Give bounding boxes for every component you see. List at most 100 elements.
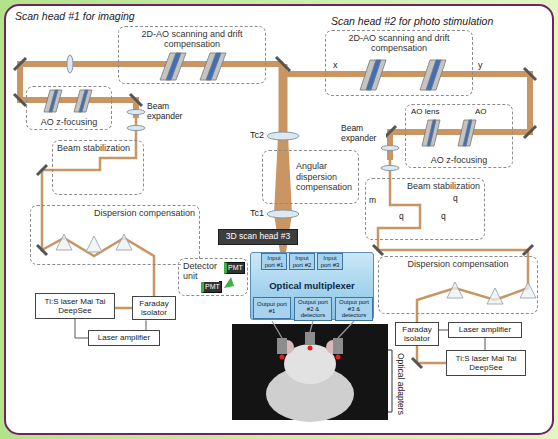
pmt-box: PMT <box>224 262 245 274</box>
panel <box>5 5 553 434</box>
box-label: AO z-focusing <box>40 117 99 127</box>
laser-beam <box>378 160 528 363</box>
signal-arrow <box>224 277 234 288</box>
module-box: Dispersion compensation <box>378 256 538 314</box>
ao-crystals <box>44 53 476 146</box>
ao-crystal <box>206 53 221 80</box>
box-label: Dispersion compensation <box>406 259 509 269</box>
box-label: PMT <box>228 264 243 272</box>
part-label: AO <box>474 107 488 116</box>
prism <box>56 234 72 250</box>
box-label: 2D-AO scanning and drift compensation <box>329 33 469 54</box>
mirror-label: q <box>452 194 459 204</box>
prism <box>487 288 503 304</box>
lens <box>67 55 73 73</box>
ao-crystal <box>49 90 58 112</box>
ao-crystal <box>166 53 181 80</box>
mirror <box>37 165 47 175</box>
part-label: Beam expander <box>340 124 386 144</box>
axis-label: x <box>332 60 339 70</box>
fiber-line <box>272 321 282 338</box>
lens <box>381 146 399 151</box>
section-heading: Scan head #2 for photo stimulation <box>330 15 494 27</box>
module-box: Detector unitPMTPMT <box>178 258 248 296</box>
port-box: Input port #2 <box>289 253 315 270</box>
laser-beam <box>274 136 292 214</box>
box-label: Detector unit <box>182 261 219 282</box>
ao-crystal <box>458 120 476 146</box>
device-box: Faraday isolator <box>395 322 439 346</box>
port-box: Output port #3 & detectors <box>335 297 373 321</box>
bracket <box>388 350 392 412</box>
ao-crystal <box>44 90 62 112</box>
box-label: Beam stabilization <box>56 143 131 153</box>
mirror <box>412 358 422 368</box>
stimulation-spot <box>308 346 313 351</box>
device-box: Ti:S laser Mai Tai DeepSee <box>446 350 526 376</box>
module-box: 2D-AO scanning and drift compensation <box>325 30 473 96</box>
ao-crystal <box>74 90 92 112</box>
ao-crystal <box>420 60 446 90</box>
optical-adapter <box>305 332 315 345</box>
axis-label: y <box>477 60 484 70</box>
box-label: Dispersion compensation <box>93 208 196 218</box>
box-label: Optical multiplexer <box>269 281 355 292</box>
box-label: Faraday isolator <box>136 299 172 317</box>
module-box: 2D-AO scanning and drift compensation <box>118 26 266 84</box>
part-label: Beam expander <box>146 102 192 122</box>
box-label: Laser amplifier <box>98 333 150 342</box>
mirror <box>14 58 26 70</box>
module-box: Beam stabilization <box>52 140 144 195</box>
lenses <box>67 55 399 218</box>
fiber-line <box>310 321 313 332</box>
box-label: Output port #2 & detectors <box>296 299 330 319</box>
box-label: Ti:S laser Mai Tai DeepSee <box>39 297 111 315</box>
lens <box>267 210 299 218</box>
mirrors <box>14 57 536 368</box>
box-label: 2D-AO scanning and drift compensation <box>122 29 262 50</box>
scan-head-box: 3D scan head #3 <box>218 229 298 245</box>
part-label: AO lens <box>410 107 440 116</box>
ao-crystal <box>366 60 381 90</box>
box-label: 3D scan head #3 <box>226 232 290 242</box>
ao-crystal <box>200 53 226 80</box>
fiber-line <box>338 321 354 338</box>
port-box: Output port #1 <box>253 297 291 319</box>
mouse-photo <box>232 321 388 422</box>
mirror <box>276 57 290 71</box>
mirror <box>524 126 536 138</box>
box-label: Ti:S laser Mai Tai DeepSee <box>450 354 522 372</box>
laser-beams <box>20 64 530 363</box>
ao-crystal <box>426 60 441 90</box>
box-label: Angular dispersion compensation <box>295 161 355 192</box>
connector-line <box>75 319 88 338</box>
mirror-label: q <box>398 212 405 222</box>
module-box: Angular dispersion compensation <box>262 150 359 204</box>
mirror <box>130 94 142 106</box>
lens-label: Tc1 <box>249 208 265 218</box>
ao-crystal <box>160 53 186 80</box>
laser-beam <box>279 64 288 136</box>
module-box: AO z-focusing <box>26 86 112 130</box>
mirror <box>524 68 536 80</box>
port-box: Input port #3 <box>317 253 343 270</box>
box-label: Laser amplifier <box>459 325 511 334</box>
mirror <box>14 94 26 106</box>
lens-label: Tc2 <box>249 130 265 140</box>
ao-crystal <box>463 120 472 146</box>
connector-line <box>485 338 486 350</box>
box-label: Beam stabilization <box>406 181 481 191</box>
lens <box>127 110 145 115</box>
ao-crystal <box>360 60 386 90</box>
lens <box>127 126 145 131</box>
box-label: Input port #3 <box>319 255 341 268</box>
device-box: Faraday isolator <box>132 296 176 320</box>
box-label: Faraday isolator <box>399 325 435 343</box>
box-label: PMT <box>205 283 220 291</box>
box-label: AO z-focusing <box>430 155 489 165</box>
mirror-label: m <box>368 196 377 206</box>
pmt-box: PMT <box>201 281 222 293</box>
box-label: Output port #3 & detectors <box>337 299 371 319</box>
